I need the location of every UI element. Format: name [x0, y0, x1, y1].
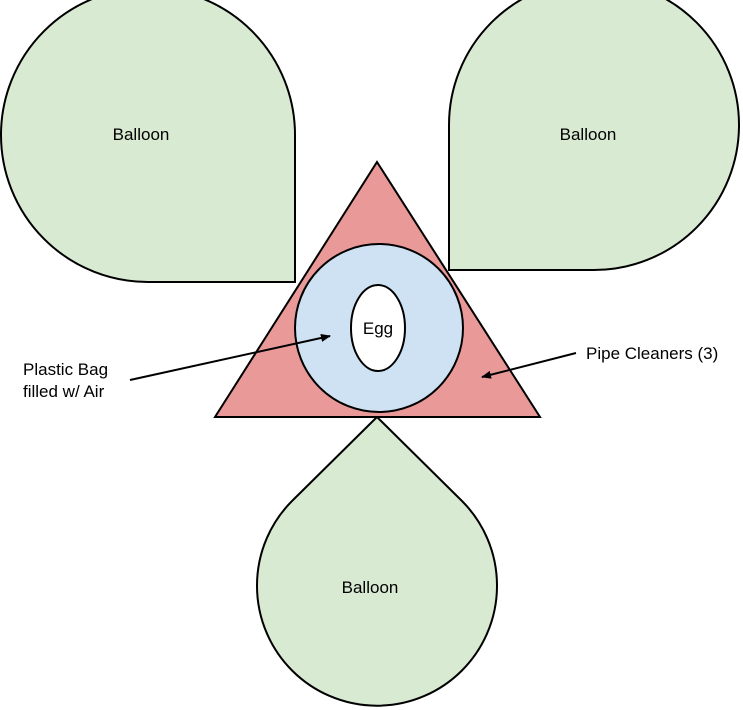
plastic-bag-label-line2: filled w/ Air	[23, 382, 105, 401]
plastic-bag-label-line1: Plastic Bag	[23, 360, 108, 379]
balloon-label-top-left: Balloon	[113, 125, 170, 144]
pipe-cleaners-label: Pipe Cleaners (3)	[586, 344, 718, 363]
balloon-label-top-right: Balloon	[560, 125, 617, 144]
balloon-top-left	[0, 0, 296, 283]
arrow-to-plastic-bag	[129, 334, 331, 381]
arrow-to-pipe-cleaners	[481, 352, 577, 379]
balloon-bottom	[256, 415, 498, 707]
balloon-label-bottom: Balloon	[342, 578, 399, 597]
egg	[350, 284, 406, 372]
balloon-top-right	[448, 0, 740, 271]
egg-label: Egg	[363, 319, 393, 338]
